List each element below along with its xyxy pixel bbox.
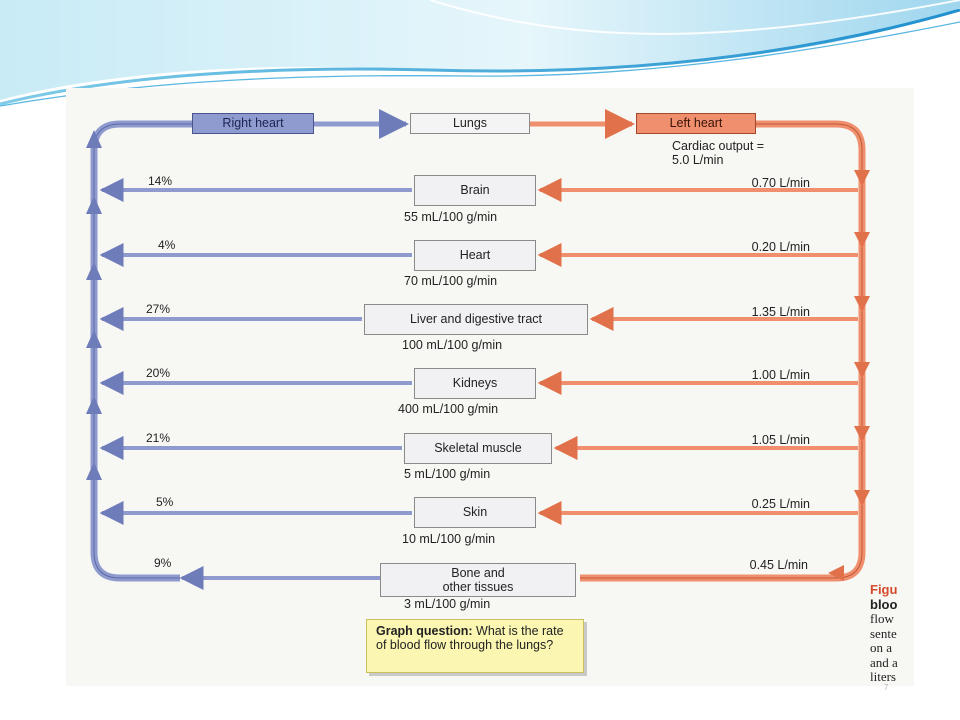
organ-percent-heart: 4% [158, 238, 176, 252]
organ-branch-arrows [99, 178, 858, 590]
organ-percent-liver: 27% [146, 302, 171, 316]
organ-percent-brain: 14% [148, 174, 173, 188]
caption-figure-label: Figu [870, 583, 898, 597]
caption-line-1: bloo [870, 596, 898, 612]
organ-rate-brain: 55 mL/100 g/min [404, 210, 498, 224]
graph-question-label: Graph question: [376, 624, 473, 638]
graph-question-text: What is the rate of blood flow through t… [376, 624, 564, 652]
organ-box-skin: Skin [414, 497, 536, 528]
organ-percent-kidneys: 20% [146, 366, 171, 380]
organ-flow-skin: 0.25 L/min [751, 497, 810, 511]
organ-rate-bone: 3 mL/100 g/min [404, 597, 491, 611]
organ-box-bone: Bone and other tissues [380, 563, 576, 597]
figure-caption-cropped: Figu bloo flow sente on a and a liters [870, 583, 926, 693]
caption-line-3: sente [870, 625, 897, 641]
organ-percent-skin: 5% [156, 495, 174, 509]
organ-flow-liver: 1.35 L/min [751, 305, 810, 319]
graph-question-box: Graph question: What is the rate of bloo… [366, 619, 584, 673]
organ-rate-kidneys: 400 mL/100 g/min [398, 402, 499, 416]
lungs-box: Lungs [410, 113, 530, 134]
header-wave-decoration [0, 0, 960, 107]
caption-line-6: liters [870, 669, 896, 684]
organ-rate-skeletal-muscle: 5 mL/100 g/min [404, 467, 491, 481]
organ-rate-heart: 70 mL/100 g/min [404, 274, 498, 288]
caption-line-5: and a [870, 654, 898, 670]
page-number: 7 [884, 683, 889, 692]
organ-flow-heart: 0.20 L/min [751, 240, 810, 254]
organ-box-liver: Liver and digestive tract [364, 304, 588, 335]
organ-box-heart: Heart [414, 240, 536, 271]
organ-flow-skeletal-muscle: 1.05 L/min [751, 433, 810, 447]
organ-box-skeletal-muscle: Skeletal muscle [404, 433, 552, 464]
venous-return-loop [90, 120, 192, 582]
organ-rate-skin: 10 mL/100 g/min [402, 532, 496, 546]
left-heart-box: Left heart [636, 113, 756, 134]
organ-percent-skeletal-muscle: 21% [146, 431, 171, 445]
organ-flow-kidneys: 1.00 L/min [751, 368, 810, 382]
organ-box-kidneys: Kidneys [414, 368, 536, 399]
organ-rate-liver: 100 mL/100 g/min [402, 338, 503, 352]
right-heart-box: Right heart [192, 113, 314, 134]
organ-box-brain: Brain [414, 175, 536, 206]
caption-line-2: flow [870, 611, 894, 626]
organ-flow-bone: 0.45 L/min [749, 558, 808, 572]
caption-line-4: on a [870, 640, 893, 655]
cardiac-output-line-1: Cardiac output = [672, 139, 765, 153]
cardiac-output-label: Cardiac output = 5.0 L/min [672, 139, 832, 168]
cardiac-output-line-2: 5.0 L/min [672, 152, 724, 167]
organ-flow-brain: 0.70 L/min [751, 176, 810, 190]
organ-percent-bone: 9% [154, 556, 172, 570]
